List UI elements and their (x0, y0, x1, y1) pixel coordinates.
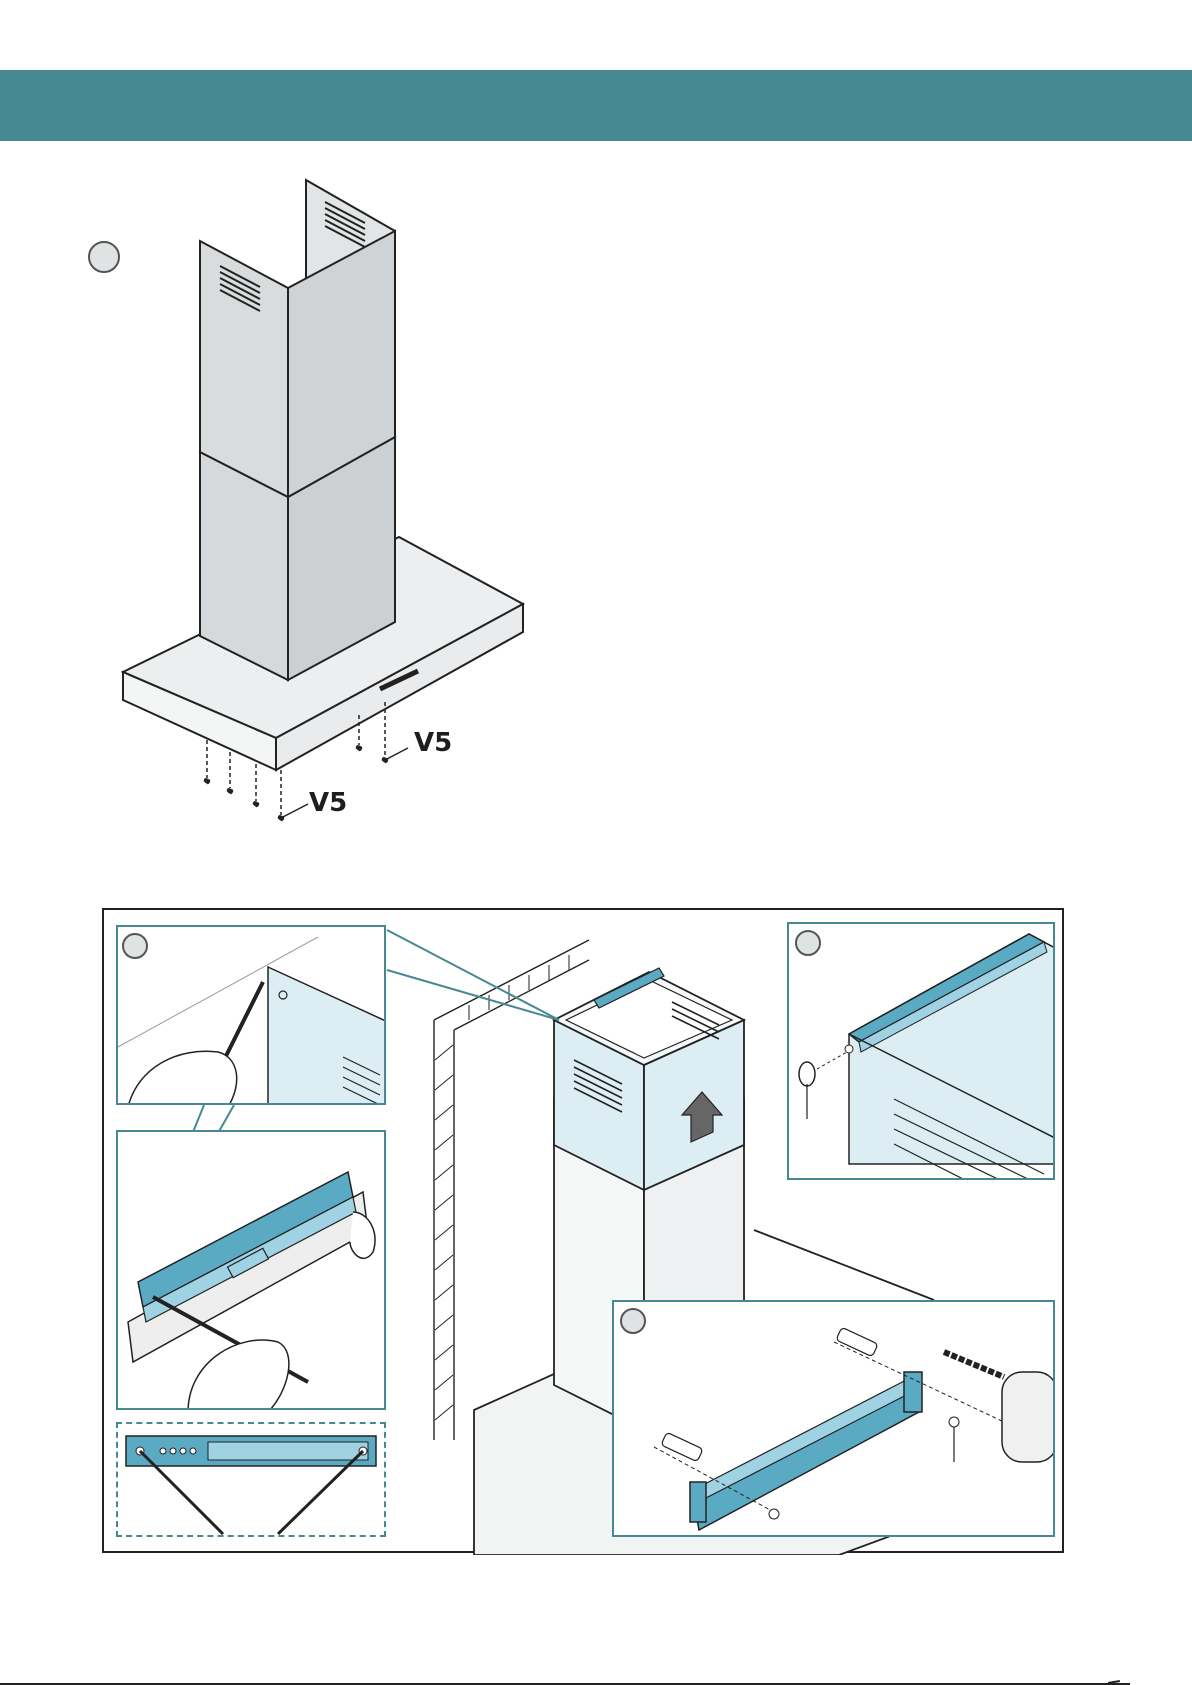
step-number-circle-2b (795, 930, 821, 956)
hood-chimney-illustration (0, 0, 1192, 900)
installation-figure-frame (102, 908, 1064, 1553)
step-number-circle-2a (122, 933, 148, 959)
step-number-circle-2c (620, 1308, 646, 1334)
inset-chimney-screw (787, 922, 1055, 1180)
screw-label-v5-left: V5 (309, 788, 347, 818)
inset-bracket-flat (116, 1422, 386, 1537)
inset-bracket-leveling (116, 1130, 386, 1410)
inset-drilling-bracket (612, 1300, 1055, 1537)
inset-marking-top (116, 925, 386, 1105)
screw-label-v5-right: V5 (414, 728, 452, 758)
